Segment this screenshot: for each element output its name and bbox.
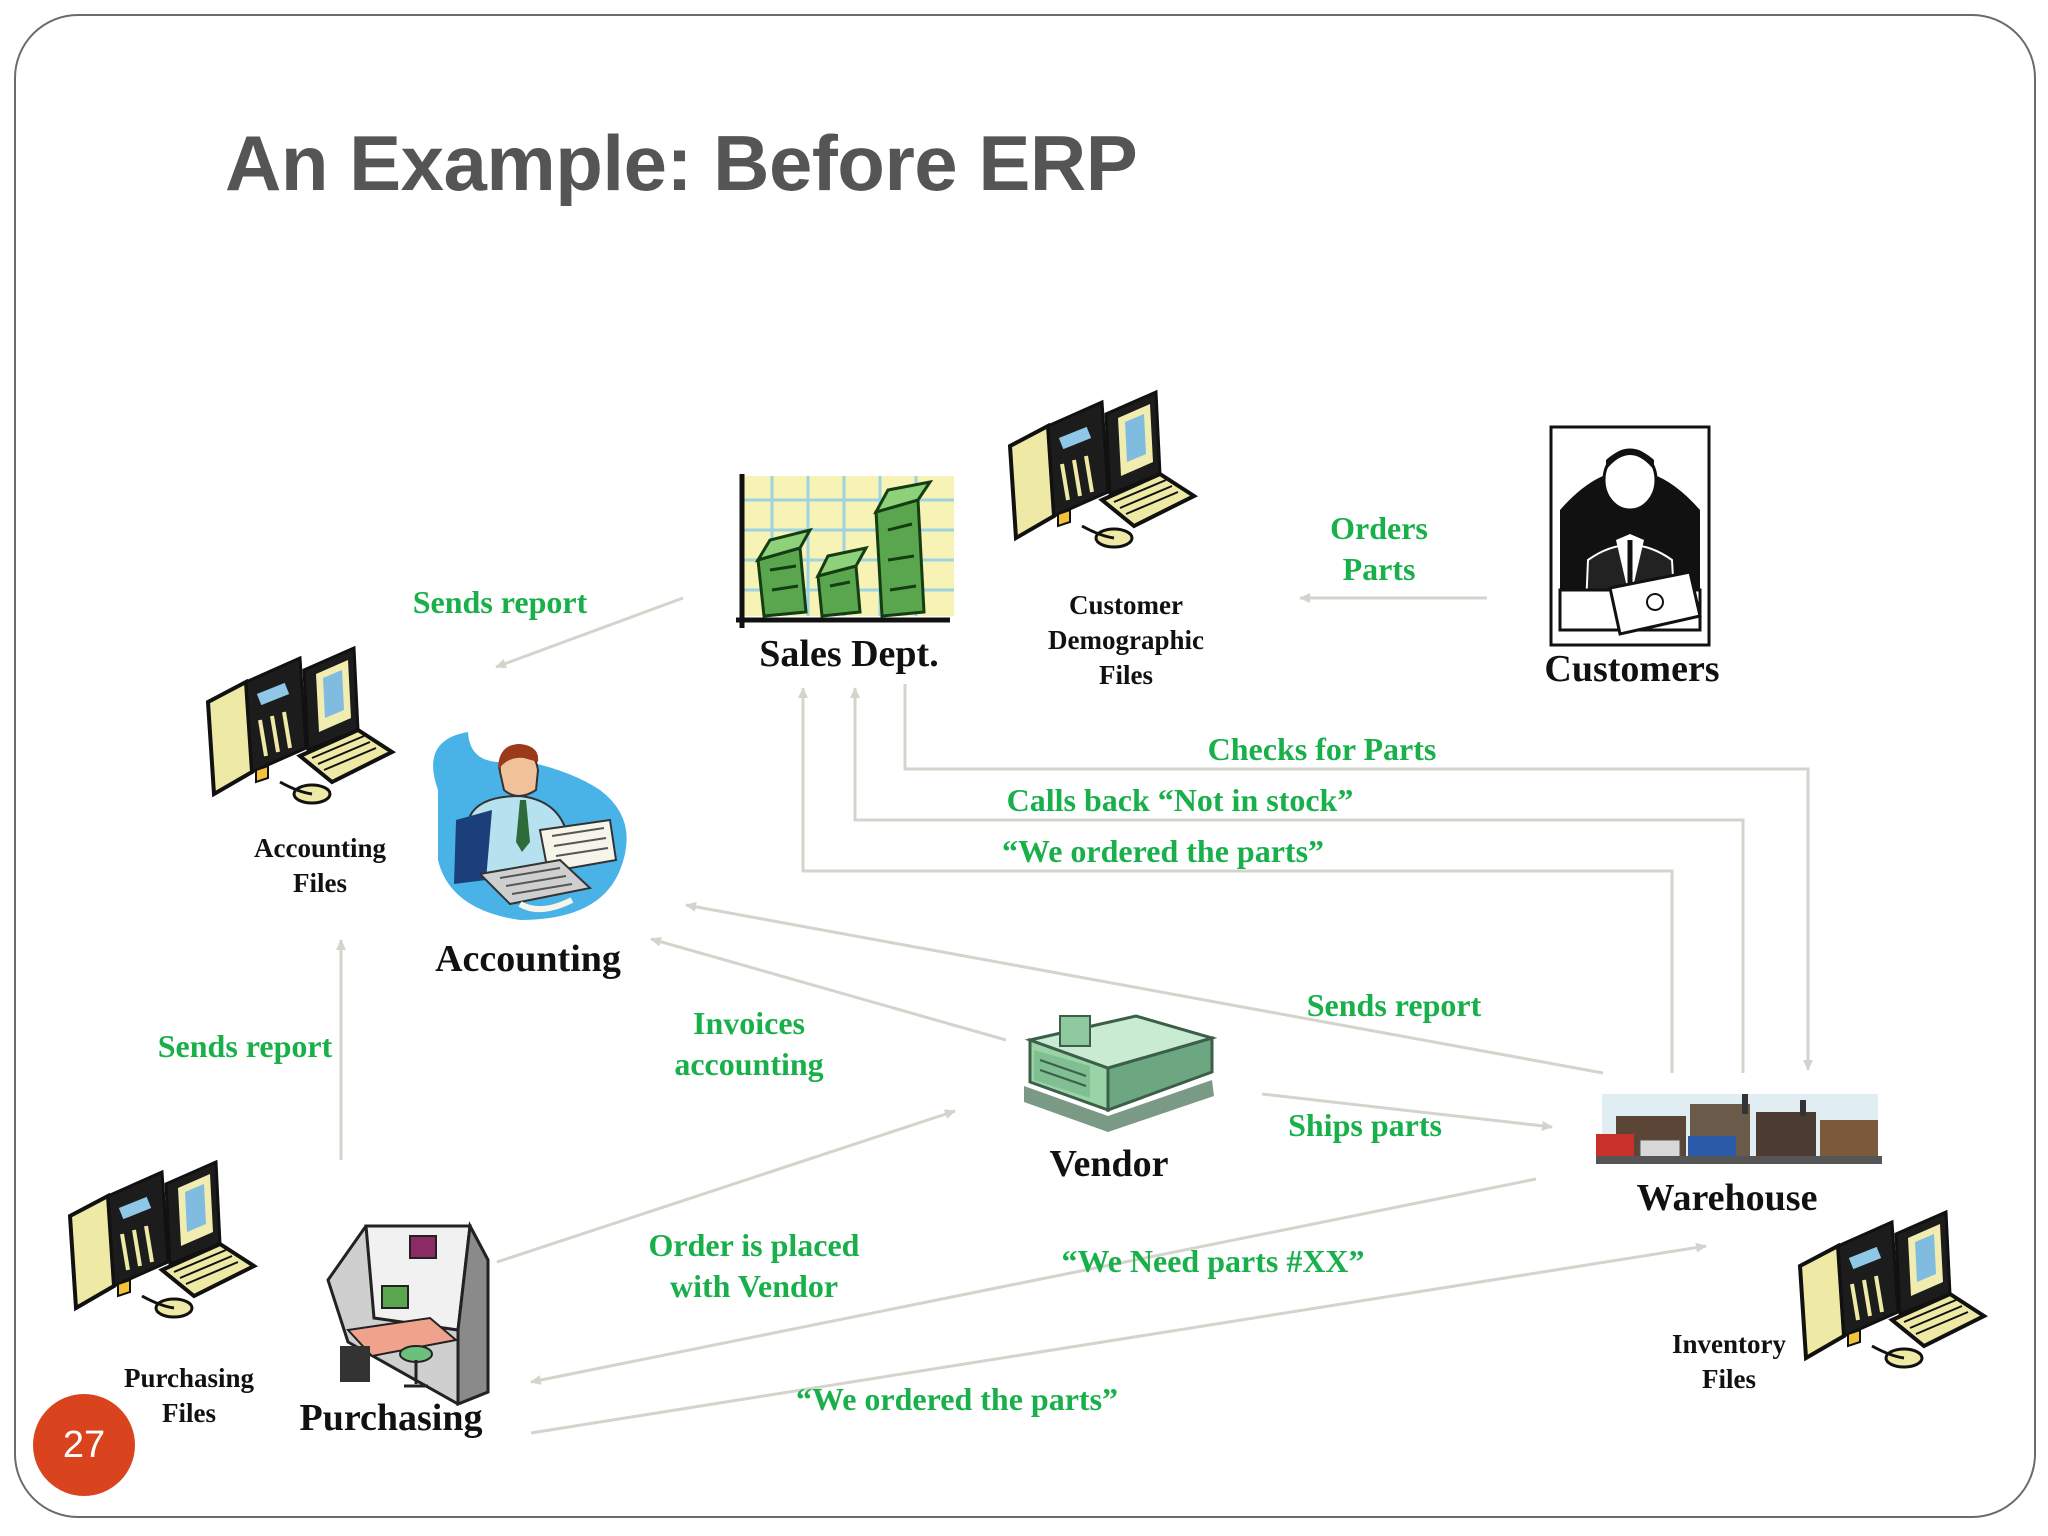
customer-demographic-files-label: Customer Demographic Files — [1048, 590, 1204, 690]
flow-label-sends-report-warehouse: Sends report — [1306, 987, 1482, 1023]
arrow-sales-to-accounting — [495, 596, 684, 669]
computer-icon — [1798, 1210, 1986, 1369]
flow-arrows — [336, 593, 1813, 1435]
arrow-we-ordered-top — [798, 687, 1674, 1073]
industrial-warehouse-icon — [1596, 1094, 1882, 1164]
flow-label-invoices-accounting: Invoices accounting — [674, 1005, 824, 1082]
flow-label-calls-back: Calls back “Not in stock” — [1006, 782, 1354, 818]
arrow-warehouse-to-accounting — [685, 901, 1604, 1075]
flow-label-sends-report-purchasing: Sends report — [157, 1028, 333, 1064]
flow-label-sends-report-sales: Sends report — [412, 584, 588, 620]
businessman-with-money-icon — [1549, 425, 1711, 647]
computer-icon — [68, 1160, 256, 1319]
warehouse-label: Warehouse — [1636, 1177, 1818, 1219]
purchasing-label: Purchasing — [299, 1397, 483, 1439]
flow-label-we-need-parts: “We Need parts #XX” — [1061, 1243, 1365, 1279]
flow-label-ships-parts: Ships parts — [1288, 1107, 1442, 1143]
flow-label-we-ordered-top: “We ordered the parts” — [1001, 833, 1325, 869]
vendor-label: Vendor — [1049, 1143, 1169, 1185]
flow-label-order-placed: Order is placed with Vendor — [648, 1227, 860, 1304]
page-number-badge: 27 — [33, 1394, 135, 1496]
arrow-purchasing-to-warehouse — [530, 1242, 1707, 1435]
flow-label-orders-parts: Orders Parts — [1330, 510, 1428, 587]
purchasing-files-label: Purchasing Files — [123, 1363, 255, 1428]
accountant-at-desk-icon — [433, 732, 627, 920]
computer-icon — [1008, 390, 1196, 549]
customers-label: Customers — [1544, 648, 1720, 690]
flow-label-checks-for-parts: Checks for Parts — [1207, 731, 1437, 767]
money-bar-chart-icon — [736, 474, 954, 628]
arrow-vendor-to-warehouse — [1261, 1092, 1553, 1131]
office-cubicle-icon — [326, 1221, 490, 1407]
accounting-files-label: Accounting Files — [253, 833, 387, 898]
accounting-label: Accounting — [435, 938, 621, 980]
computer-icon — [206, 646, 394, 805]
arrow-calls-back — [850, 687, 1745, 1073]
sales-dept-label: Sales Dept. — [759, 633, 939, 675]
arrow-warehouse-to-purchasing — [530, 1177, 1537, 1385]
arrow-checks-for-parts — [903, 684, 1813, 1071]
factory-building-icon — [1024, 1014, 1218, 1132]
flow-label-we-ordered-bottom: “We ordered the parts” — [795, 1381, 1119, 1417]
slide-title: An Example: Before ERP — [225, 119, 1138, 207]
arrow-purchasing-to-vendor — [496, 1109, 956, 1264]
arrow-vendor-to-accounting — [650, 936, 1007, 1042]
inventory-files-label: Inventory Files — [1672, 1329, 1786, 1394]
